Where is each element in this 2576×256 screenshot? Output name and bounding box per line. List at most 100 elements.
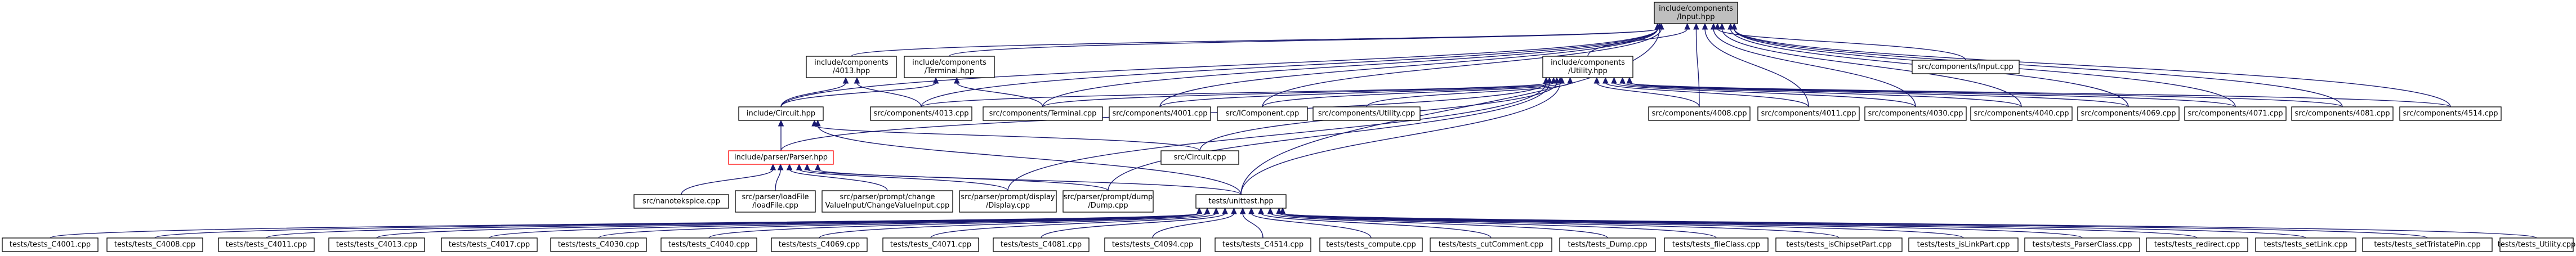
dependency-edge — [1240, 82, 1561, 195]
dependency-edge — [817, 125, 1242, 195]
file-node[interactable]: include/parser/Parser.hpp — [728, 150, 834, 165]
dependency-edge — [1159, 28, 1658, 107]
dependency-edge — [1159, 82, 1554, 107]
file-node[interactable]: src/components/Utility.cpp — [1312, 106, 1421, 121]
dependency-edge — [1242, 213, 1264, 239]
file-node-label: tests/tests_C4081.cpp — [1001, 241, 1082, 249]
file-node[interactable]: tests/tests_C4017.cpp — [441, 237, 538, 252]
dependency-edge — [681, 169, 774, 195]
file-node-box — [2255, 237, 2356, 252]
file-node-label: tests/tests_redirect.cpp — [2154, 241, 2240, 249]
file-node[interactable]: src/components/4013.cpp — [870, 106, 972, 121]
edge-arrowhead — [842, 77, 849, 84]
file-node-label: src/components/4514.cpp — [2403, 110, 2498, 118]
file-node[interactable]: src/nanotekspice.cpp — [633, 194, 729, 209]
file-node[interactable]: tests/tests_ParserClass.cpp — [2024, 237, 2140, 252]
file-node-box — [771, 237, 868, 252]
file-node-box — [2146, 237, 2248, 252]
file-node-box — [1109, 106, 1211, 121]
file-node[interactable]: include/Circuit.hpp — [738, 106, 824, 121]
file-node[interactable]: tests/tests_C4071.cpp — [882, 237, 979, 252]
file-node[interactable]: tests/tests_C4013.cpp — [328, 237, 425, 252]
file-node[interactable]: tests/tests_C4040.cpp — [660, 237, 757, 252]
file-node[interactable]: src/components/4008.cpp — [1648, 106, 1751, 121]
file-node-label: tests/tests_C4514.cpp — [1222, 241, 1303, 249]
file-node[interactable]: include/components/Terminal.hpp — [904, 56, 995, 78]
file-node[interactable]: src/components/4011.cpp — [1757, 106, 1860, 121]
file-node[interactable]: src/components/4514.cpp — [2399, 106, 2502, 121]
file-node[interactable]: tests/tests_C4030.cpp — [550, 237, 647, 252]
file-node[interactable]: tests/tests_Utility.cpp — [2498, 237, 2576, 252]
dependency-edge — [1721, 28, 2022, 107]
file-node[interactable]: include/components/Utility.hpp — [1542, 56, 1633, 78]
file-node[interactable]: src/components/Input.cpp — [1912, 60, 2020, 74]
file-node[interactable]: src/IComponent.cpp — [1217, 106, 1308, 121]
dependency-edge — [814, 125, 1200, 151]
file-node[interactable]: tests/tests_C4514.cpp — [1215, 237, 1311, 252]
file-node[interactable]: tests/tests_isLinkPart.cpp — [1908, 237, 2019, 252]
dependency-edge — [1042, 82, 1547, 107]
file-node-label: src/components/4001.cpp — [1113, 110, 1208, 118]
dependency-edge — [1596, 82, 1700, 107]
file-node-label: src/Circuit.cpp — [1174, 154, 1226, 162]
file-node[interactable]: tests/tests_C4069.cpp — [771, 237, 868, 252]
file-node-label: src/parser/prompt/dump — [1064, 193, 1153, 201]
dependency-edge — [780, 28, 1658, 107]
edge-arrowhead — [1731, 23, 1738, 30]
file-node[interactable]: src/parser/prompt/dump/Dump.cpp — [1062, 190, 1154, 213]
edge-arrowhead — [1593, 77, 1600, 84]
file-node-box — [1864, 106, 1967, 121]
file-node-box — [993, 237, 1090, 252]
file-node[interactable]: tests/tests_cutComment.cpp — [1430, 237, 1552, 252]
edge-arrowhead — [1727, 23, 1734, 30]
dependency-edge — [921, 82, 1547, 107]
dependency-edge — [708, 213, 1200, 239]
edge-arrowhead — [1693, 23, 1699, 30]
file-node[interactable]: tests/tests_setTristatePin.cpp — [2362, 237, 2493, 252]
file-node[interactable]: src/components/4040.cpp — [1970, 106, 2073, 121]
file-node[interactable]: src/parser/prompt/changeValueInput/Chang… — [822, 190, 953, 213]
file-node[interactable]: src/components/4030.cpp — [1864, 106, 1967, 121]
edge-arrowhead — [778, 119, 784, 127]
file-node-box — [983, 106, 1103, 121]
dependency-edge — [819, 213, 1208, 239]
edge-arrowhead — [932, 77, 939, 84]
file-node[interactable]: include/components/4013.hpp — [806, 56, 897, 78]
file-node-label: include/components — [1659, 5, 1733, 13]
file-node[interactable]: src/components/Terminal.cpp — [983, 106, 1103, 121]
file-node-box — [1775, 237, 1903, 252]
file-node-box — [1559, 237, 1656, 252]
file-node-label: tests/unittest.hpp — [1208, 197, 1273, 206]
file-node-box — [728, 150, 834, 165]
file-node[interactable]: src/Circuit.cpp — [1160, 150, 1239, 165]
file-node[interactable]: src/parser/loadFile/loadFile.cpp — [735, 190, 816, 213]
file-node[interactable]: tests/tests_isChipsetPart.cpp — [1775, 237, 1903, 252]
dependency-edge — [1240, 28, 1660, 195]
file-node[interactable]: src/components/4081.cpp — [2291, 106, 2394, 121]
file-node-box — [1104, 237, 1201, 252]
file-node[interactable]: tests/tests_C4008.cpp — [106, 237, 203, 252]
file-node-label: tests/tests_setTristatePin.cpp — [2374, 241, 2480, 249]
file-node[interactable]: tests/tests_compute.cpp — [1319, 237, 1423, 252]
file-node[interactable]: tests/unittest.hpp — [1195, 194, 1287, 209]
file-node-label: tests/tests_C4017.cpp — [449, 241, 530, 249]
file-node-box — [1160, 150, 1239, 165]
file-node-box — [1908, 237, 2019, 252]
file-node[interactable]: tests/tests_setLink.cpp — [2255, 237, 2356, 252]
file-node[interactable]: src/components/4069.cpp — [2077, 106, 2180, 121]
file-node-label: tests/tests_C4013.cpp — [336, 241, 417, 249]
file-node[interactable]: src/parser/prompt/display/Display.cpp — [959, 190, 1057, 213]
file-node[interactable]: tests/tests_C4094.cpp — [1104, 237, 1201, 252]
file-node[interactable]: include/components/Input.hpp — [1654, 2, 1738, 24]
file-node[interactable]: tests/tests_redirect.cpp — [2146, 237, 2248, 252]
file-node[interactable]: tests/tests_C4011.cpp — [218, 237, 315, 252]
file-node-label: src/nanotekspice.cpp — [642, 197, 720, 206]
file-node[interactable]: tests/tests_Dump.cpp — [1559, 237, 1656, 252]
file-node[interactable]: src/components/4071.cpp — [2184, 106, 2287, 121]
file-node[interactable]: tests/tests_fileClass.cpp — [1664, 237, 1769, 252]
file-node-label: ValueInput/ChangeValueInput.cpp — [825, 201, 950, 210]
file-node[interactable]: tests/tests_C4081.cpp — [993, 237, 1090, 252]
file-node[interactable]: tests/tests_C4001.cpp — [2, 237, 99, 252]
file-node[interactable]: src/components/4001.cpp — [1109, 106, 1211, 121]
file-node-label: src/components/4071.cpp — [2188, 110, 2283, 118]
